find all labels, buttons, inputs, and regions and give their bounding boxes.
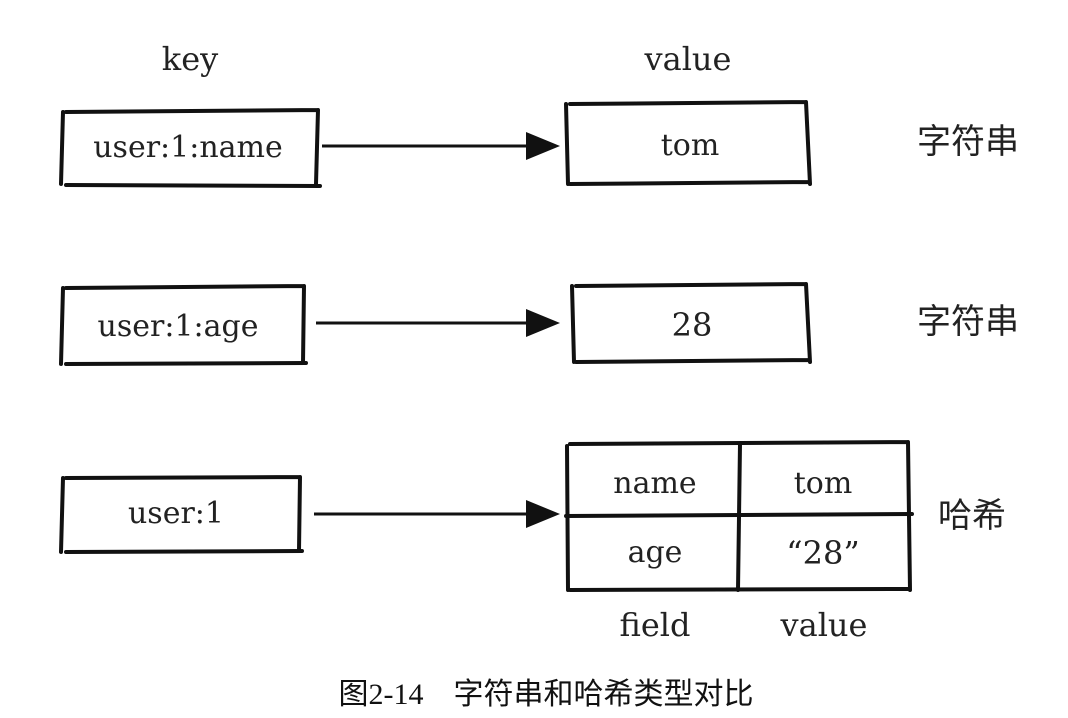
key-label: user:1 <box>128 496 224 531</box>
type-label-string: 字符串 <box>917 302 1019 342</box>
hash-field-cell: name <box>613 466 696 501</box>
type-label-hash: 哈希 <box>938 496 1006 536</box>
value-label: tom <box>661 128 720 163</box>
value-column-header: value <box>644 40 732 78</box>
hash-value-cell: tom <box>794 466 853 501</box>
hash-field-cell: age <box>628 535 683 570</box>
hash-value-cell: “28” <box>786 534 859 572</box>
hash-field-column-label: field <box>620 606 691 644</box>
type-label-string: 字符串 <box>917 122 1019 162</box>
figure-caption: 图2-14 字符串和哈希类型对比 <box>339 678 754 711</box>
value-label: 28 <box>672 306 713 344</box>
hash-column-divider <box>736 442 742 592</box>
key-label: user:1:age <box>98 309 259 344</box>
value-box <box>570 282 812 364</box>
value-box <box>564 100 812 186</box>
key-box <box>59 284 308 366</box>
hash-value-column-label: value <box>780 606 868 644</box>
arrow-head-icon <box>526 500 560 528</box>
key-box <box>59 475 304 554</box>
key-label: user:1:name <box>93 130 283 165</box>
hash-table: name tom age “28” <box>564 440 914 592</box>
key-column-header: key <box>162 40 218 78</box>
arrow-head-icon <box>526 309 560 337</box>
key-box <box>59 108 322 188</box>
row-string-age: user:1:age 28 字符串 <box>59 282 1019 366</box>
row-hash: user:1 name tom age “28” field value 哈希 <box>59 440 1006 644</box>
arrow-head-icon <box>526 132 560 160</box>
row-string-name: user:1:name tom 字符串 <box>59 100 1019 188</box>
